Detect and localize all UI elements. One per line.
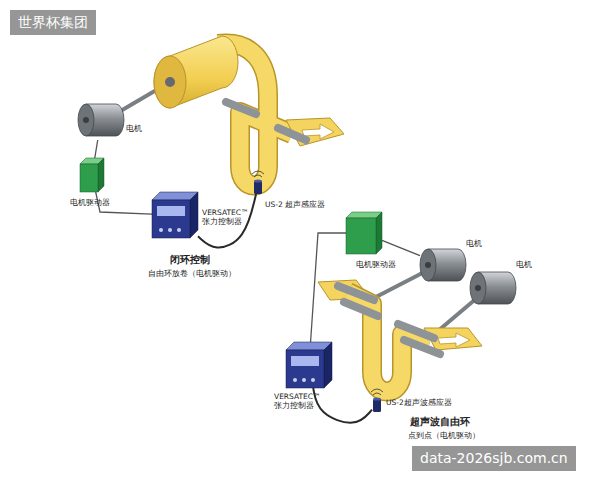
material-roll: [154, 36, 238, 108]
sound-wave: [371, 389, 383, 392]
guide-roller: [278, 128, 306, 140]
roll-hub: [165, 77, 175, 87]
control-wire: [311, 233, 346, 342]
motor-shape: [78, 100, 124, 140]
caption-text: 闭环控制: [170, 254, 210, 266]
motor-face: [78, 104, 94, 136]
node-label: 电机: [516, 260, 532, 269]
motor-hub: [425, 262, 431, 268]
node-label: VERSATEC™ 张力控制器: [202, 208, 258, 226]
sensor-face: [254, 179, 262, 182]
node-label: 电机: [466, 239, 482, 248]
nip-roller: [398, 324, 434, 338]
tension-controller: VERSATEC™ 张力控制器: [152, 192, 198, 238]
nip-roller: [344, 302, 378, 316]
control-knob: [311, 378, 315, 382]
control-wire: [382, 240, 420, 255]
motor-driver-shape: [346, 212, 382, 254]
tension-controller-shape: [286, 342, 332, 388]
ultrasonic-sensor: US-2超声波感应器: [372, 396, 382, 412]
caption-text: 点到点（电机驱动）: [408, 431, 480, 440]
node-label: US-2 超声感应器: [265, 200, 325, 209]
motor-driver: 电机驱动器: [80, 158, 104, 192]
control-knob: [177, 228, 181, 232]
sensor-body: [254, 181, 262, 194]
box-front: [80, 164, 98, 192]
display-screen: [157, 206, 185, 216]
guide-roller: [226, 102, 256, 114]
node-label: VERSATEC™ 张力控制器: [274, 392, 330, 410]
ultrasonic-sensor-shape: [372, 396, 382, 412]
motor-shape: [470, 268, 516, 308]
box-side: [324, 342, 332, 388]
watermark: 世界杯集团: [10, 10, 96, 35]
box-front: [152, 200, 190, 238]
node-label: 电机: [126, 124, 142, 133]
sensor-body: [373, 399, 381, 412]
sound-wave: [373, 393, 381, 395]
roll-end: [154, 56, 186, 108]
control-knob: [302, 378, 306, 382]
motor-driver: 电机驱动器: [346, 212, 382, 254]
watermark: data-2026sjb.com.cn: [412, 446, 576, 471]
display-screen: [291, 356, 319, 366]
node-label: US-2超声波感应器: [386, 398, 452, 407]
motor-hub: [475, 285, 481, 291]
motor: 电机: [470, 268, 516, 308]
box-side: [190, 192, 198, 238]
ultrasonic-sensor: US-2 超声感应器: [253, 178, 263, 194]
box-front: [286, 350, 324, 388]
motor: 电机: [420, 245, 466, 285]
motor-driver-shape: [80, 158, 104, 192]
caption-text: 超声波自由环: [410, 416, 470, 428]
caption-text: 自由环放卷（电机驱动）: [148, 269, 236, 278]
sensor-face: [373, 397, 381, 400]
motor: 电机: [78, 100, 124, 140]
direction-arrow: [438, 333, 470, 347]
control-wire: [95, 140, 98, 158]
sound-wave: [252, 171, 264, 174]
node-label: 电机驱动器: [356, 260, 396, 269]
sound-wave: [254, 175, 262, 177]
motor-face: [470, 272, 486, 304]
control-knob: [293, 378, 297, 382]
tension-controller: VERSATEC™ 张力控制器: [286, 342, 332, 388]
box-side: [98, 158, 104, 192]
motor-hub: [83, 117, 89, 123]
node-label: 电机驱动器: [70, 198, 110, 207]
motor-shape: [420, 245, 466, 285]
nip-roller: [338, 286, 374, 300]
motor-face: [420, 249, 436, 281]
nip-roller: [404, 340, 440, 354]
box-side: [376, 212, 382, 254]
tension-controller-shape: [152, 192, 198, 238]
ultrasonic-sensor-shape: [253, 178, 263, 194]
box-front: [346, 218, 376, 254]
signal-cable: [313, 388, 372, 423]
control-knob: [159, 228, 163, 232]
control-knob: [168, 228, 172, 232]
